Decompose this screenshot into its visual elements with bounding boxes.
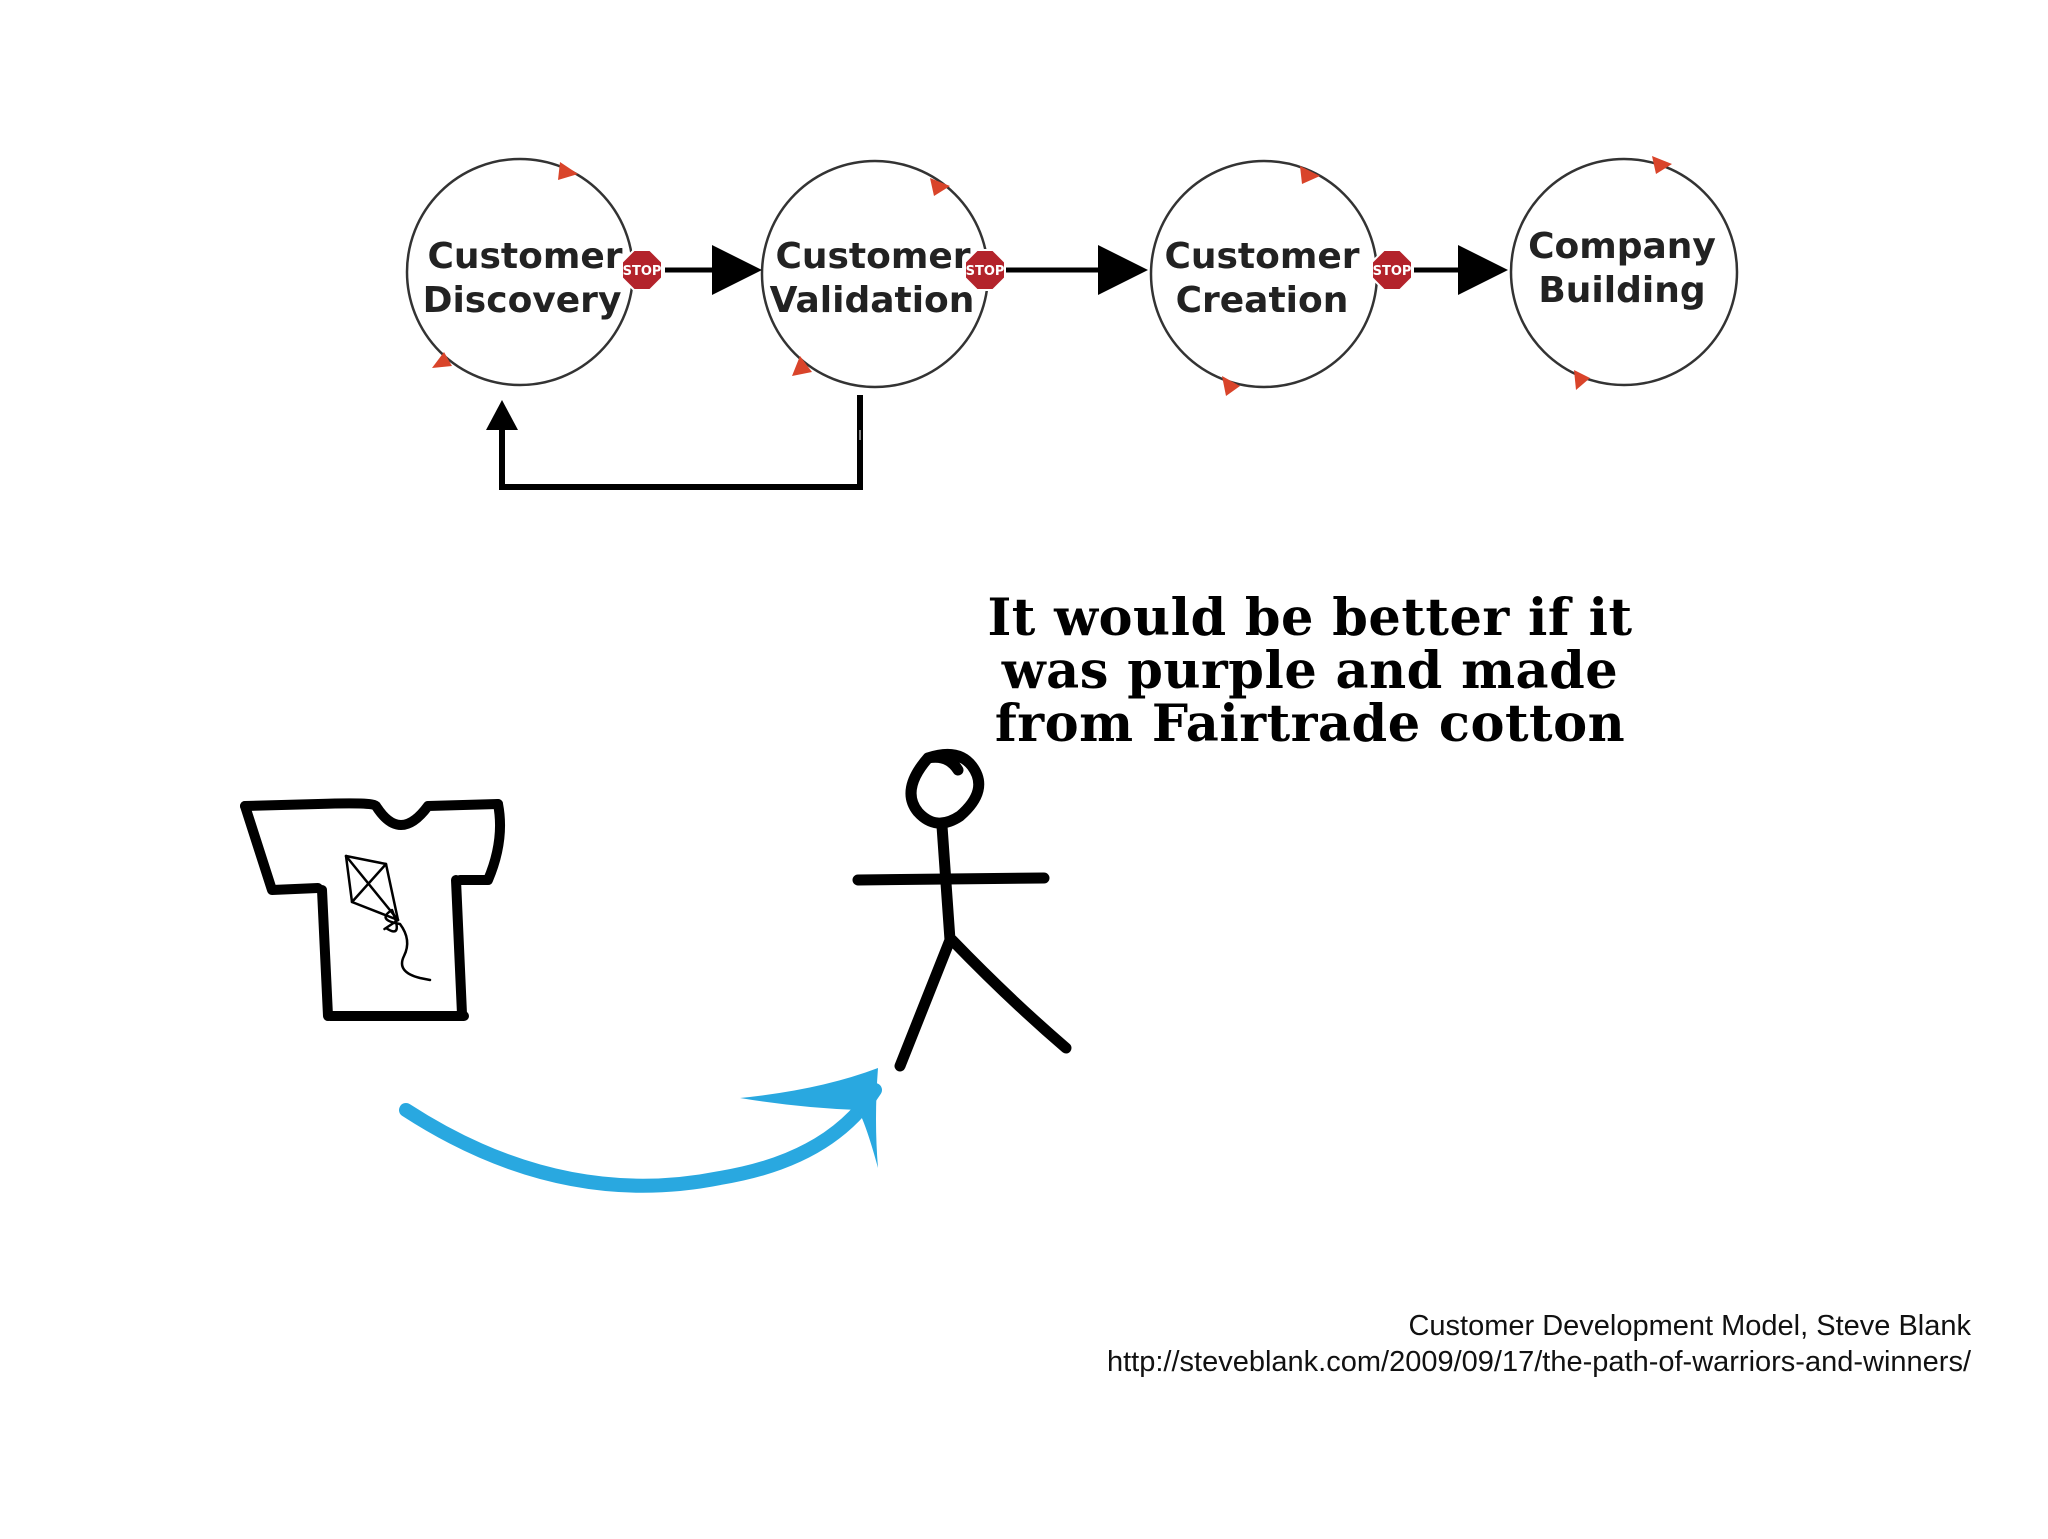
stop-label: STOP [966, 264, 1005, 279]
cycle-arrow-icon [792, 356, 812, 376]
curved-arrow-icon [399, 1068, 882, 1193]
cycle-arrow-icon [1300, 166, 1320, 184]
speech-text: It would be better if it was purple and … [940, 592, 1680, 751]
credit-url: http://steveblank.com/2009/09/17/the-pat… [1107, 1346, 1971, 1378]
stage-label-line1: Customer [427, 236, 622, 277]
stage-customer-creation: Customer Creation [1149, 159, 1379, 396]
t-shirt-icon [240, 798, 505, 1021]
figure-leg [946, 934, 1072, 1054]
source-credit: Customer Development Model, Steve Blank … [1107, 1308, 1971, 1380]
cycle-arrow-icon [930, 178, 950, 196]
speech-line-3: from Fairtrade cotton [994, 694, 1626, 754]
stop-label: STOP [1373, 264, 1412, 279]
speech-line-2: was purple and made [1001, 641, 1619, 701]
stick-figure-icon [852, 748, 1072, 1072]
stage-customer-discovery: Customer Discovery [405, 157, 635, 387]
figure-body [894, 820, 956, 1072]
stop-sign-icon: STOP [621, 249, 663, 291]
cycle-arrow-icon [1574, 370, 1590, 390]
stage-label-line1: Customer [1164, 236, 1359, 277]
credit-title: Customer Development Model, Steve Blank [1408, 1310, 1971, 1342]
cycle-arrow-icon [1652, 156, 1672, 174]
stage-label-line2: Discovery [423, 280, 622, 321]
kite-icon [344, 854, 432, 982]
stage-label-line1: Customer [775, 236, 970, 277]
cycle-arrow-icon [558, 162, 578, 180]
stage-label-line2: Creation [1176, 280, 1349, 321]
cycle-arrow-icon [432, 352, 452, 368]
speech-line-1: It would be better if it [987, 588, 1633, 648]
stage-company-building: Company Building [1509, 156, 1739, 390]
figure-arms [852, 872, 1050, 886]
figure-head [905, 748, 985, 829]
customer-development-diagram: Customer Discovery Customer Validation C… [405, 156, 1739, 490]
stage-label-line2: Building [1538, 270, 1705, 311]
stage-circle [1509, 157, 1739, 387]
cycle-arrow-icon [1222, 376, 1240, 396]
stage-label-line1: Company [1528, 226, 1716, 267]
stop-label: STOP [623, 264, 662, 279]
stage-label-line2: Validation [770, 280, 975, 321]
stop-sign-icon: STOP [964, 249, 1006, 291]
stage-customer-validation: Customer Validation [760, 159, 990, 389]
feedback-loop-arrow [486, 395, 863, 490]
stop-sign-icon: STOP [1371, 249, 1413, 291]
